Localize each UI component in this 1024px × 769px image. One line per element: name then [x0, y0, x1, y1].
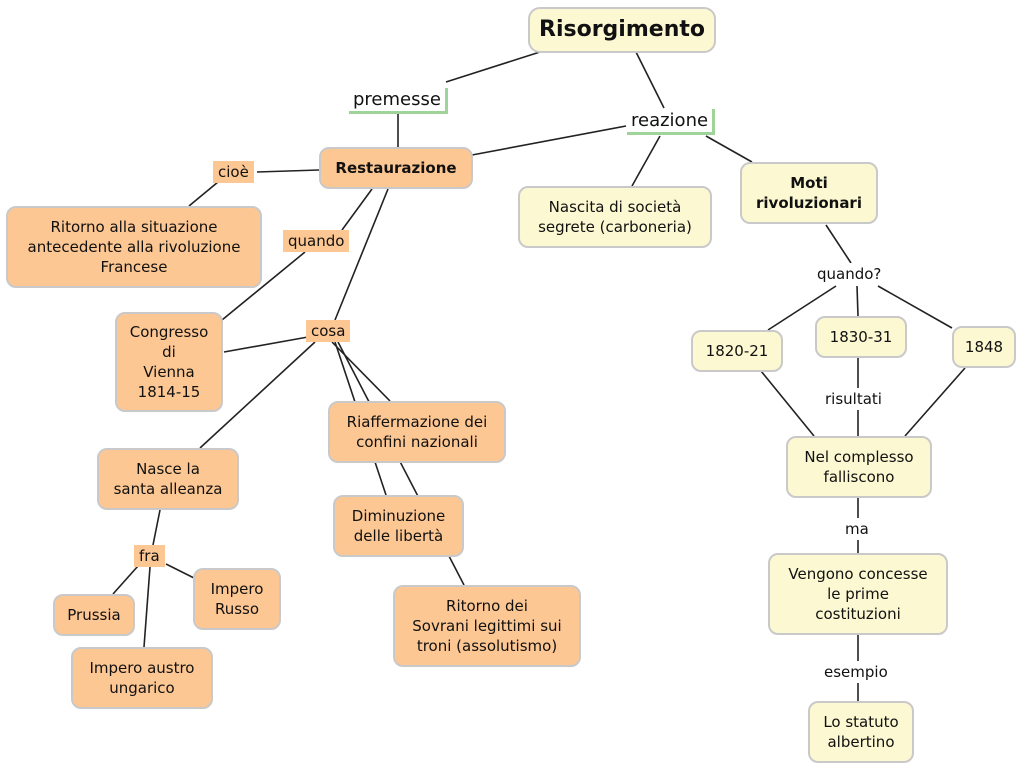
edge-1848-falliscono	[904, 367, 966, 437]
node-costituzioni: Vengono concesse le prime costituzioni	[768, 553, 948, 635]
node-ritorno-situazione: Ritorno alla situazione antecedente alla…	[6, 206, 262, 288]
node-1820-21: 1820-21	[691, 330, 783, 372]
edge-reazione-nascita	[631, 135, 661, 187]
node-riaffermazione: Riaffermazione dei confini nazionali	[328, 401, 506, 463]
node-restaurazione: Restaurazione	[319, 147, 473, 189]
label-risultati: risultati	[822, 388, 885, 410]
edge-reazione-restaurazione	[471, 125, 627, 156]
node-risorgimento: Risorgimento	[528, 7, 716, 53]
label-quando-domanda: quando?	[814, 263, 885, 285]
edge-reazione-moti	[705, 135, 753, 163]
node-prussia: Prussia	[53, 594, 135, 636]
edge-quando-1848	[877, 285, 953, 329]
node-congresso-vienna: Congresso di Vienna 1814-15	[115, 312, 223, 412]
edge-restaurazione-cosa	[334, 188, 389, 321]
edge-quando-1830	[856, 285, 859, 317]
node-impero-russo: Impero Russo	[193, 568, 281, 630]
label-esempio: esempio	[821, 661, 891, 683]
node-impero-austro-ungarico: Impero austro ungarico	[71, 647, 213, 709]
label-ma: ma	[842, 518, 872, 540]
edge-quando-1820	[767, 285, 837, 331]
edge-risorgimento-reazione	[635, 51, 665, 109]
node-sovrani: Ritorno dei Sovrani legittimi sui troni …	[393, 585, 581, 667]
label-cioe: cioè	[213, 161, 254, 183]
node-statuto-albertino: Lo statuto albertino	[808, 701, 914, 763]
edge-fra-austro	[143, 566, 151, 648]
node-diminuzione: Diminuzione delle libertà	[333, 495, 464, 557]
edge-1820-falliscono	[760, 370, 815, 437]
label-fra: fra	[134, 545, 165, 567]
edge-fra-prussia	[112, 565, 139, 595]
node-nascita-societa: Nascita di società segrete (carboneria)	[518, 186, 712, 248]
edge-cosa-santa	[199, 341, 316, 449]
label-quando: quando	[283, 230, 350, 252]
edge-restaurazione-cioe	[256, 169, 320, 173]
edge-cosa-congresso	[223, 336, 309, 353]
node-falliscono: Nel complesso falliscono	[786, 436, 932, 498]
edge-quando-congresso	[221, 251, 306, 321]
node-santa-alleanza: Nasce la santa alleanza	[97, 448, 239, 510]
node-1848: 1848	[952, 326, 1016, 368]
edge-moti-quando	[825, 224, 852, 264]
edge-restaurazione-quando	[341, 188, 373, 231]
label-premesse: premesse	[349, 88, 448, 114]
node-moti-rivoluzionari: Moti rivoluzionari	[740, 162, 878, 224]
edge-santa-fra	[152, 509, 161, 546]
edge-fra-russo	[165, 563, 195, 579]
node-1830-31: 1830-31	[815, 316, 907, 358]
edge-risorgimento-premesse	[445, 51, 541, 83]
label-cosa: cosa	[306, 320, 351, 342]
edge-cioe-ritorno	[188, 181, 219, 207]
edge-cosa-riaffermazione	[331, 341, 391, 402]
label-reazione: reazione	[627, 109, 716, 135]
